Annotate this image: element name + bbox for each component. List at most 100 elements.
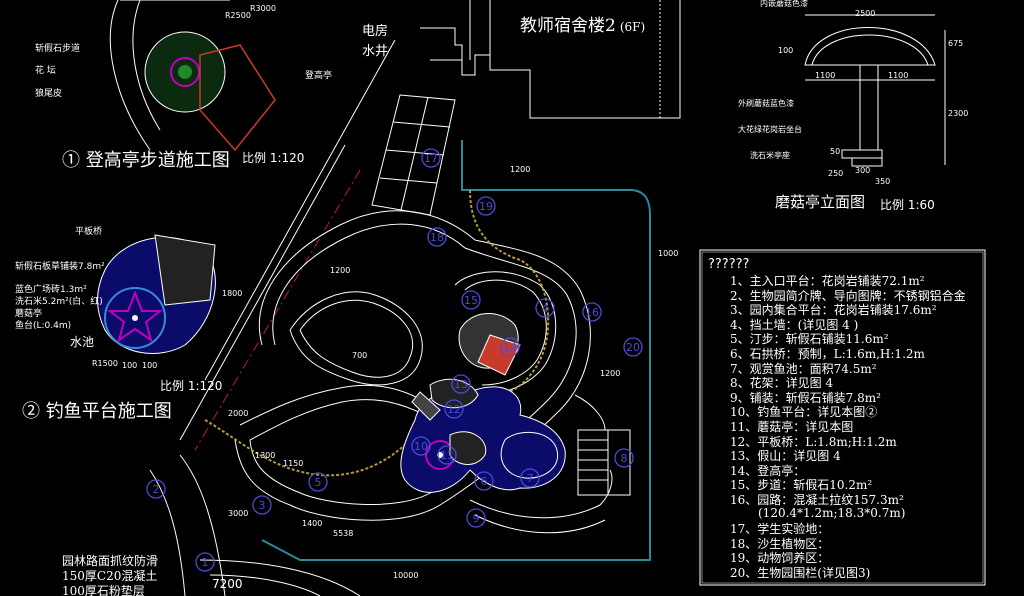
legend-item: 13、假山：详见图 4 bbox=[730, 449, 841, 464]
marker-number: 6 bbox=[481, 475, 488, 488]
detail2-label: 洗石米5.2m²(白、红) bbox=[15, 297, 103, 307]
legend-item: 5、汀步：斩假石铺装11.6m² bbox=[730, 332, 889, 347]
detail2-scale: 比例 1:120 bbox=[160, 379, 223, 393]
dim-label: 1200 bbox=[330, 266, 351, 275]
power-room-label: 电房 bbox=[362, 24, 389, 39]
teacher-dormitory-building bbox=[420, 0, 681, 119]
detail2-dim: 100 bbox=[122, 361, 138, 370]
mushroom-dim: 675 bbox=[948, 39, 964, 48]
legend-box bbox=[699, 249, 986, 586]
dim-label: 5538 bbox=[333, 529, 354, 538]
mushroom-dim: 250 bbox=[828, 169, 844, 178]
legend-item: 9、铺装：斩假石铺装7.8m² bbox=[730, 390, 881, 405]
detail1-title: ① 登高亭步道施工图 bbox=[62, 150, 230, 171]
mushroom-dim: 2300 bbox=[948, 109, 969, 118]
detail2-dim: R1500 bbox=[92, 359, 118, 368]
legend-item: 17、学生实验地： bbox=[730, 522, 830, 537]
detail1-label: 花 坛 bbox=[35, 66, 56, 76]
dim-label: 1200 bbox=[600, 369, 621, 378]
detail1-label: 狼尾皮 bbox=[35, 89, 63, 99]
dim-label: 1200 bbox=[510, 165, 531, 174]
legend-item: 12、平板桥：L:1.8m;H:1.2m bbox=[730, 434, 897, 449]
well-label: 水井 bbox=[362, 44, 389, 59]
marker-circle bbox=[411, 436, 431, 456]
marker-number: 20 bbox=[626, 341, 640, 354]
dim-label: 2000 bbox=[228, 409, 249, 418]
marker-circle bbox=[421, 148, 441, 168]
detail1-radius: R2500 bbox=[225, 11, 251, 20]
marker-number: 5 bbox=[315, 476, 322, 489]
marker-circle bbox=[500, 337, 520, 357]
marker-circle bbox=[308, 472, 328, 492]
detail2-label: 水池 bbox=[70, 335, 95, 349]
mushroom-label: 大花绿花岗岩坐台 bbox=[738, 125, 802, 134]
garden-fence bbox=[261, 140, 651, 561]
detail2-label: 蓝色广场砖1.3m² bbox=[15, 285, 87, 295]
marker-number: 12 bbox=[447, 403, 461, 416]
detail1-label: 登高亭 bbox=[305, 71, 333, 81]
marker-number: 16 bbox=[585, 306, 599, 319]
marker-number: 2 bbox=[153, 483, 160, 496]
bridge-path bbox=[204, 419, 411, 477]
detail2-label: 鱼台(L:0.4m) bbox=[15, 321, 72, 331]
legend-item: 2、生物园简介牌、导向图牌：不锈钢铝合金 bbox=[730, 288, 966, 303]
marker-circle bbox=[582, 302, 602, 322]
marker-number: 13 bbox=[454, 378, 468, 391]
marker-number: 4 bbox=[542, 302, 549, 315]
marker-circle bbox=[623, 337, 643, 357]
marker-number: 1 bbox=[202, 556, 209, 569]
stone-step-path bbox=[469, 189, 550, 398]
marker-circle bbox=[427, 227, 447, 247]
legend-item: 7、观赏鱼池：面积74.5m² bbox=[730, 361, 877, 376]
marker-number: 14 bbox=[503, 341, 517, 354]
detail2-title: ② 钓鱼平台施工图 bbox=[22, 401, 172, 422]
marker-circle bbox=[451, 374, 471, 394]
mushroom-title: 磨菇亭立面图 bbox=[775, 193, 866, 211]
garden-roads bbox=[234, 210, 591, 521]
marker-number: 19 bbox=[479, 200, 493, 213]
dim-label: 1300 bbox=[255, 451, 276, 460]
marker-circle bbox=[476, 196, 496, 216]
marker-circle bbox=[437, 445, 457, 465]
marker-number: 10 bbox=[414, 440, 428, 453]
legend-item: 6、石拱桥：预制，L:1.6m,H:1.2m bbox=[730, 347, 925, 361]
mushroom-dim: 50 bbox=[830, 147, 841, 156]
legend-item: 11、蘑菇亭：详见本图 bbox=[730, 420, 854, 434]
dim-label: 7200 bbox=[212, 577, 243, 591]
marker-number: 11 bbox=[440, 449, 454, 462]
marker-circle bbox=[444, 399, 464, 419]
marker-number: 17 bbox=[424, 152, 438, 165]
mushroom-dim: 300 bbox=[855, 166, 871, 175]
marker-circle bbox=[195, 552, 215, 572]
dim-label: 3000 bbox=[228, 509, 249, 518]
marker-number: 9 bbox=[473, 512, 480, 525]
dim-label: 1000 bbox=[658, 249, 679, 258]
mushroom-label: 外刷蘑菇蓝色漆 bbox=[738, 99, 794, 108]
mushroom-dim: 1100 bbox=[888, 71, 909, 80]
marker-circle bbox=[614, 448, 634, 468]
legend-item: 18、沙生植物区： bbox=[730, 536, 830, 551]
marker-number: 15 bbox=[464, 294, 478, 307]
legend-item: 14、登高亭： bbox=[730, 463, 806, 478]
detail2-dim: 1800 bbox=[222, 289, 243, 298]
legend-item: 16、园路：混凝土拉纹157.3m² bbox=[730, 493, 904, 507]
boundary-lines bbox=[120, 0, 396, 596]
dim-label: 1400 bbox=[302, 519, 323, 528]
marker-number: 7 bbox=[527, 472, 534, 485]
marker-circle bbox=[146, 479, 166, 499]
detail2-fishing-platform-plan bbox=[97, 234, 216, 354]
detail2-dim: 100 bbox=[142, 361, 158, 370]
marker-number: 3 bbox=[259, 499, 266, 512]
mushroom-label: 洗石米亭座 bbox=[750, 151, 790, 160]
marker-circle bbox=[474, 471, 494, 491]
legend-item: 15、步道：斩假石10.2m² bbox=[730, 478, 873, 493]
dim-label: 10000 bbox=[393, 571, 419, 580]
rockery-and-pavilion bbox=[411, 313, 521, 421]
marker-number: 8 bbox=[621, 452, 628, 465]
road-note-line: 100厚石粉垫层 bbox=[62, 584, 145, 596]
road-note-line: 园林路面抓纹防滑 bbox=[62, 554, 159, 568]
legend-item: 19、动物饲养区： bbox=[730, 551, 830, 566]
